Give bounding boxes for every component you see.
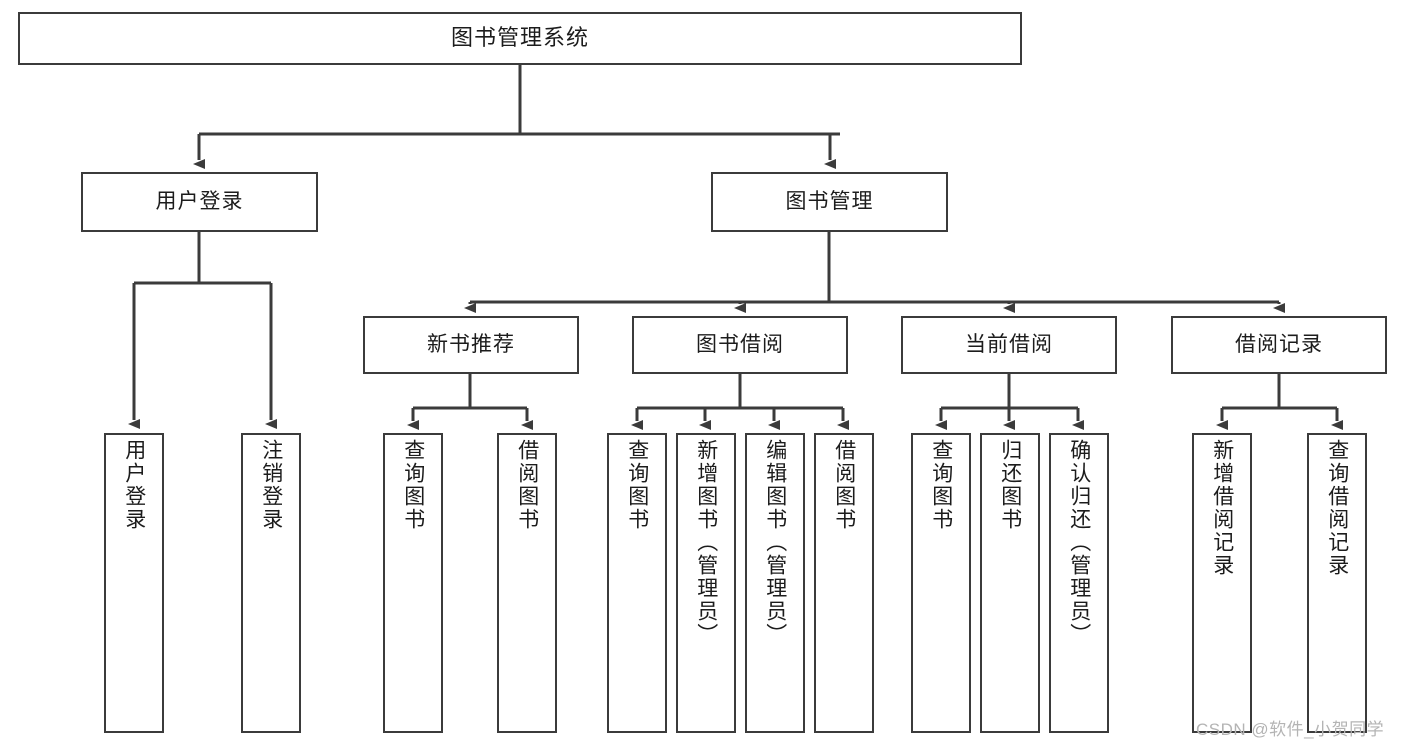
- node-label: 当前借阅: [965, 333, 1053, 357]
- node-label: 新增借阅记录: [1210, 439, 1234, 577]
- node-label: 编辑图书（管理员）: [763, 439, 787, 646]
- leaf-logout[interactable]: 注销登录: [241, 433, 301, 733]
- leaf-borrow-edit-book[interactable]: 编辑图书（管理员）: [745, 433, 805, 733]
- node-label: 归还图书: [998, 439, 1022, 531]
- node-label: 用户登录: [155, 190, 244, 214]
- node-label: 确认归还（管理员）: [1067, 439, 1091, 646]
- node-label: 注销登录: [259, 439, 283, 531]
- node-book-management[interactable]: 图书管理: [711, 172, 948, 232]
- node-root-system[interactable]: 图书管理系统: [18, 12, 1022, 65]
- node-label: 查询图书: [401, 439, 425, 531]
- node-label: 图书管理系统: [450, 25, 589, 51]
- node-label: 借阅图书: [515, 439, 539, 531]
- leaf-current-return-book[interactable]: 归还图书: [980, 433, 1040, 733]
- node-label: 查询借阅记录: [1325, 439, 1349, 577]
- node-label: 图书借阅: [696, 333, 784, 357]
- leaf-new-book-borrow[interactable]: 借阅图书: [497, 433, 557, 733]
- node-label: 新增图书（管理员）: [694, 439, 718, 646]
- node-new-book-recommend[interactable]: 新书推荐: [363, 316, 579, 374]
- node-label: 借阅图书: [832, 439, 856, 531]
- node-label: 借阅记录: [1235, 333, 1323, 357]
- node-label: 新书推荐: [427, 333, 515, 357]
- node-borrow-records[interactable]: 借阅记录: [1171, 316, 1387, 374]
- node-label: 用户登录: [122, 439, 146, 531]
- leaf-current-confirm-return[interactable]: 确认归还（管理员）: [1049, 433, 1109, 733]
- node-user-login[interactable]: 用户登录: [81, 172, 318, 232]
- node-current-borrow[interactable]: 当前借阅: [901, 316, 1117, 374]
- csdn-watermark: CSDN @软件_小贺同学: [1196, 720, 1385, 739]
- leaf-record-query[interactable]: 查询借阅记录: [1307, 433, 1367, 733]
- leaf-record-add[interactable]: 新增借阅记录: [1192, 433, 1252, 733]
- leaf-user-login[interactable]: 用户登录: [104, 433, 164, 733]
- leaf-new-book-query[interactable]: 查询图书: [383, 433, 443, 733]
- leaf-borrow-query-book[interactable]: 查询图书: [607, 433, 667, 733]
- leaf-current-query-book[interactable]: 查询图书: [911, 433, 971, 733]
- node-label: 查询图书: [625, 439, 649, 531]
- node-label: 查询图书: [929, 439, 953, 531]
- leaf-borrow-add-book[interactable]: 新增图书（管理员）: [676, 433, 736, 733]
- node-label: 图书管理: [785, 190, 874, 214]
- node-book-borrow[interactable]: 图书借阅: [632, 316, 848, 374]
- leaf-borrow-borrow-book[interactable]: 借阅图书: [814, 433, 874, 733]
